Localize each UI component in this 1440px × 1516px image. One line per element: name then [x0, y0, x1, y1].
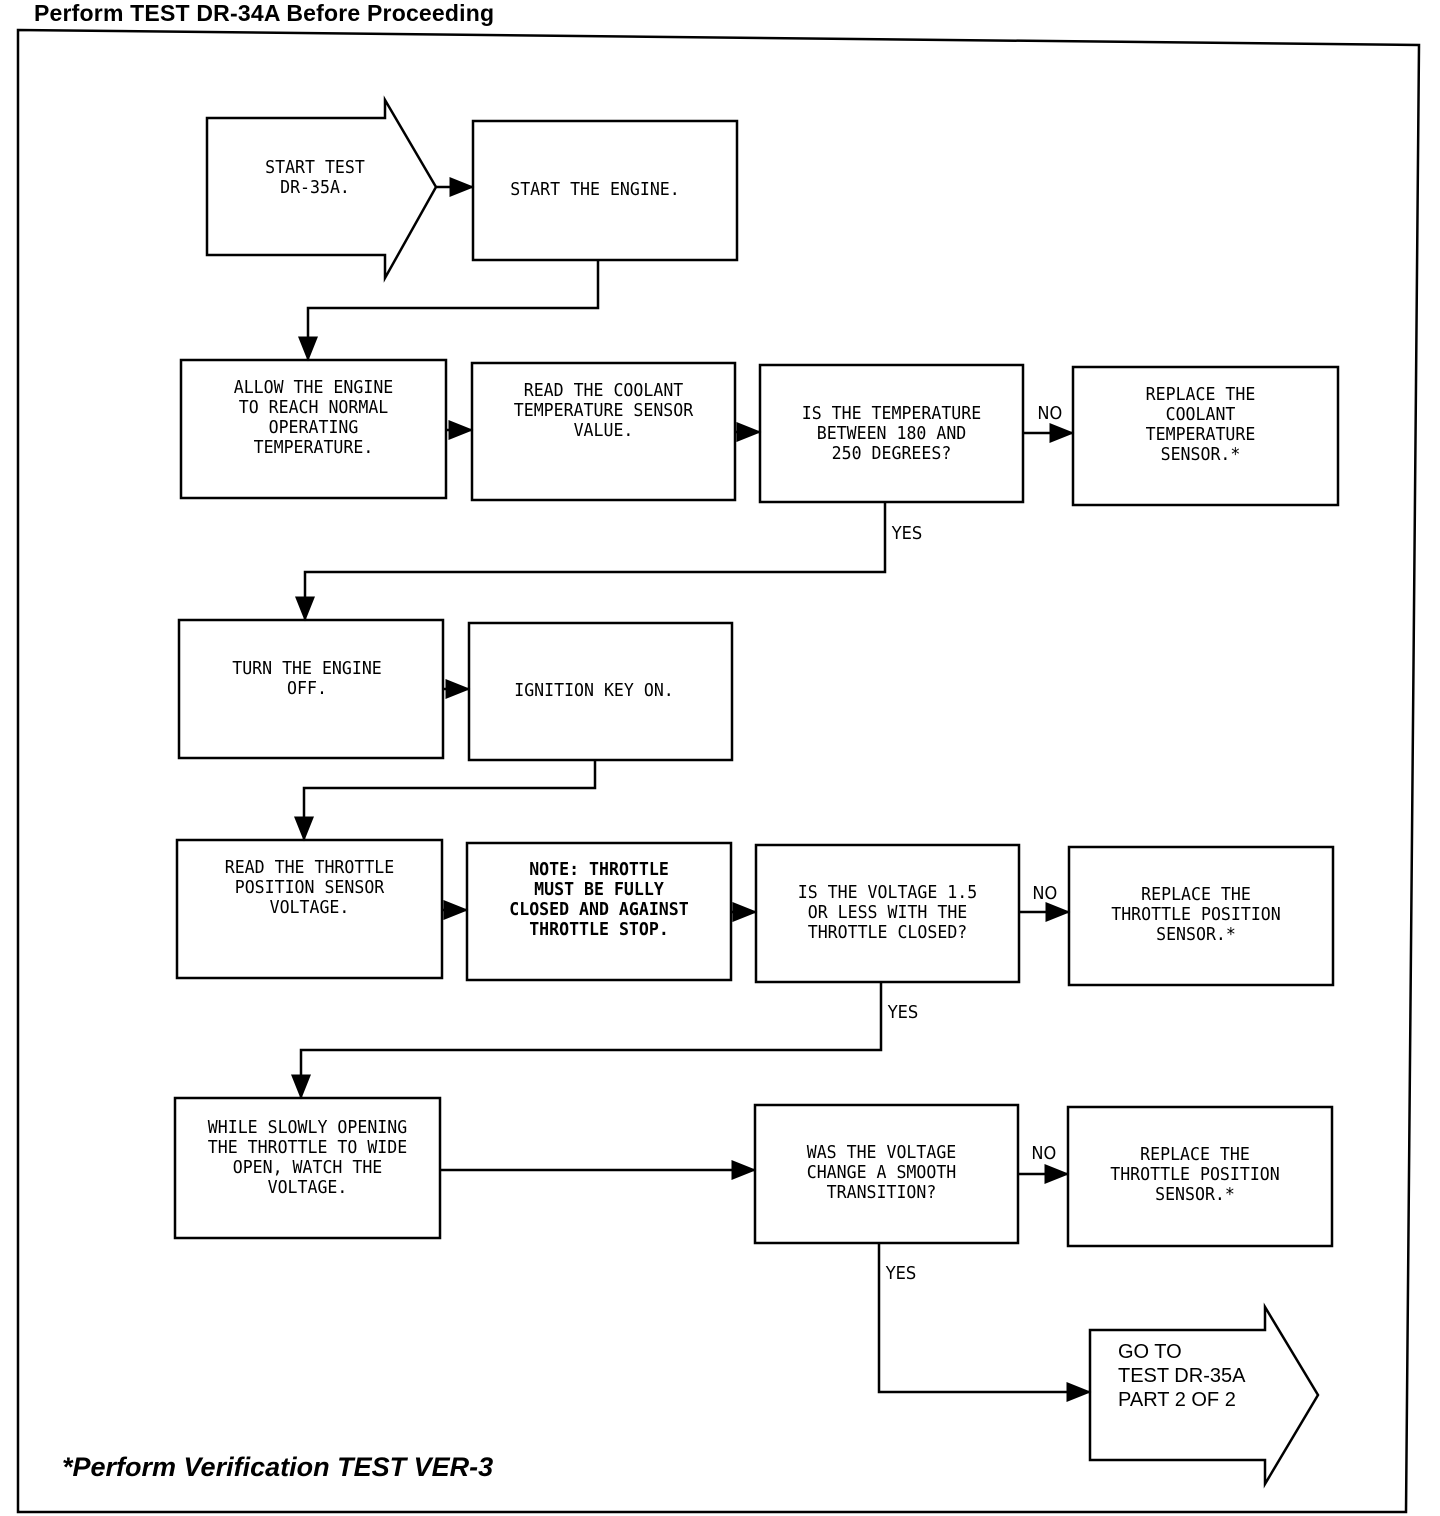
outer-frame [16, 28, 1421, 1514]
goto-text: GO TO TEST DR-35A PART 2 OF 2 [1118, 1341, 1246, 1411]
no-label: NO [1031, 1143, 1057, 1164]
temp-question-text: IS THE TEMPERATURE BETWEEN 180 AND 250 D… [801, 403, 982, 464]
footer-note: *Perform Verification TEST VER-3 [62, 1452, 494, 1482]
yes-label: YES [891, 523, 923, 544]
no-label: NO [1032, 883, 1058, 904]
start-test-text: START TEST DR-35A. [265, 157, 365, 198]
replace-tps-2-text: REPLACE THE THROTTLE POSITION SENSOR.* [1110, 1144, 1280, 1205]
yes-label: YES [885, 1263, 917, 1284]
voltage-question-text: IS THE VOLTAGE 1.5 OR LESS WITH THE THRO… [797, 882, 978, 943]
start-engine-text: START THE ENGINE. [510, 179, 680, 200]
engine-off-text: TURN THE ENGINE OFF. [232, 658, 382, 699]
note-text: NOTE: THROTTLE MUST BE FULLY CLOSED AND … [509, 859, 689, 940]
end-arrow-shape [1088, 1302, 1320, 1489]
read-tps-text: READ THE THROTTLE POSITION SENSOR VOLTAG… [224, 857, 395, 918]
ignition-on-text: IGNITION KEY ON. [514, 680, 674, 701]
replace-coolant-text: REPLACE THE COOLANT TEMPERATURE SENSOR.* [1145, 384, 1256, 465]
page-title: Perform TEST DR-34A Before Proceeding [34, 0, 495, 26]
open-throttle-text: WHILE SLOWLY OPENING THE THROTTLE TO WID… [207, 1117, 408, 1198]
no-label: NO [1037, 403, 1063, 424]
start-arrow-shape [205, 95, 438, 283]
smooth-question-text: WAS THE VOLTAGE CHANGE A SMOOTH TRANSITI… [806, 1142, 957, 1203]
allow-engine-text: ALLOW THE ENGINE TO REACH NORMAL OPERATI… [233, 377, 394, 458]
yes-label: YES [887, 1002, 919, 1023]
replace-tps-1-text: REPLACE THE THROTTLE POSITION SENSOR.* [1111, 884, 1281, 945]
read-coolant-text: READ THE COOLANT TEMPERATURE SENSOR VALU… [513, 380, 694, 441]
